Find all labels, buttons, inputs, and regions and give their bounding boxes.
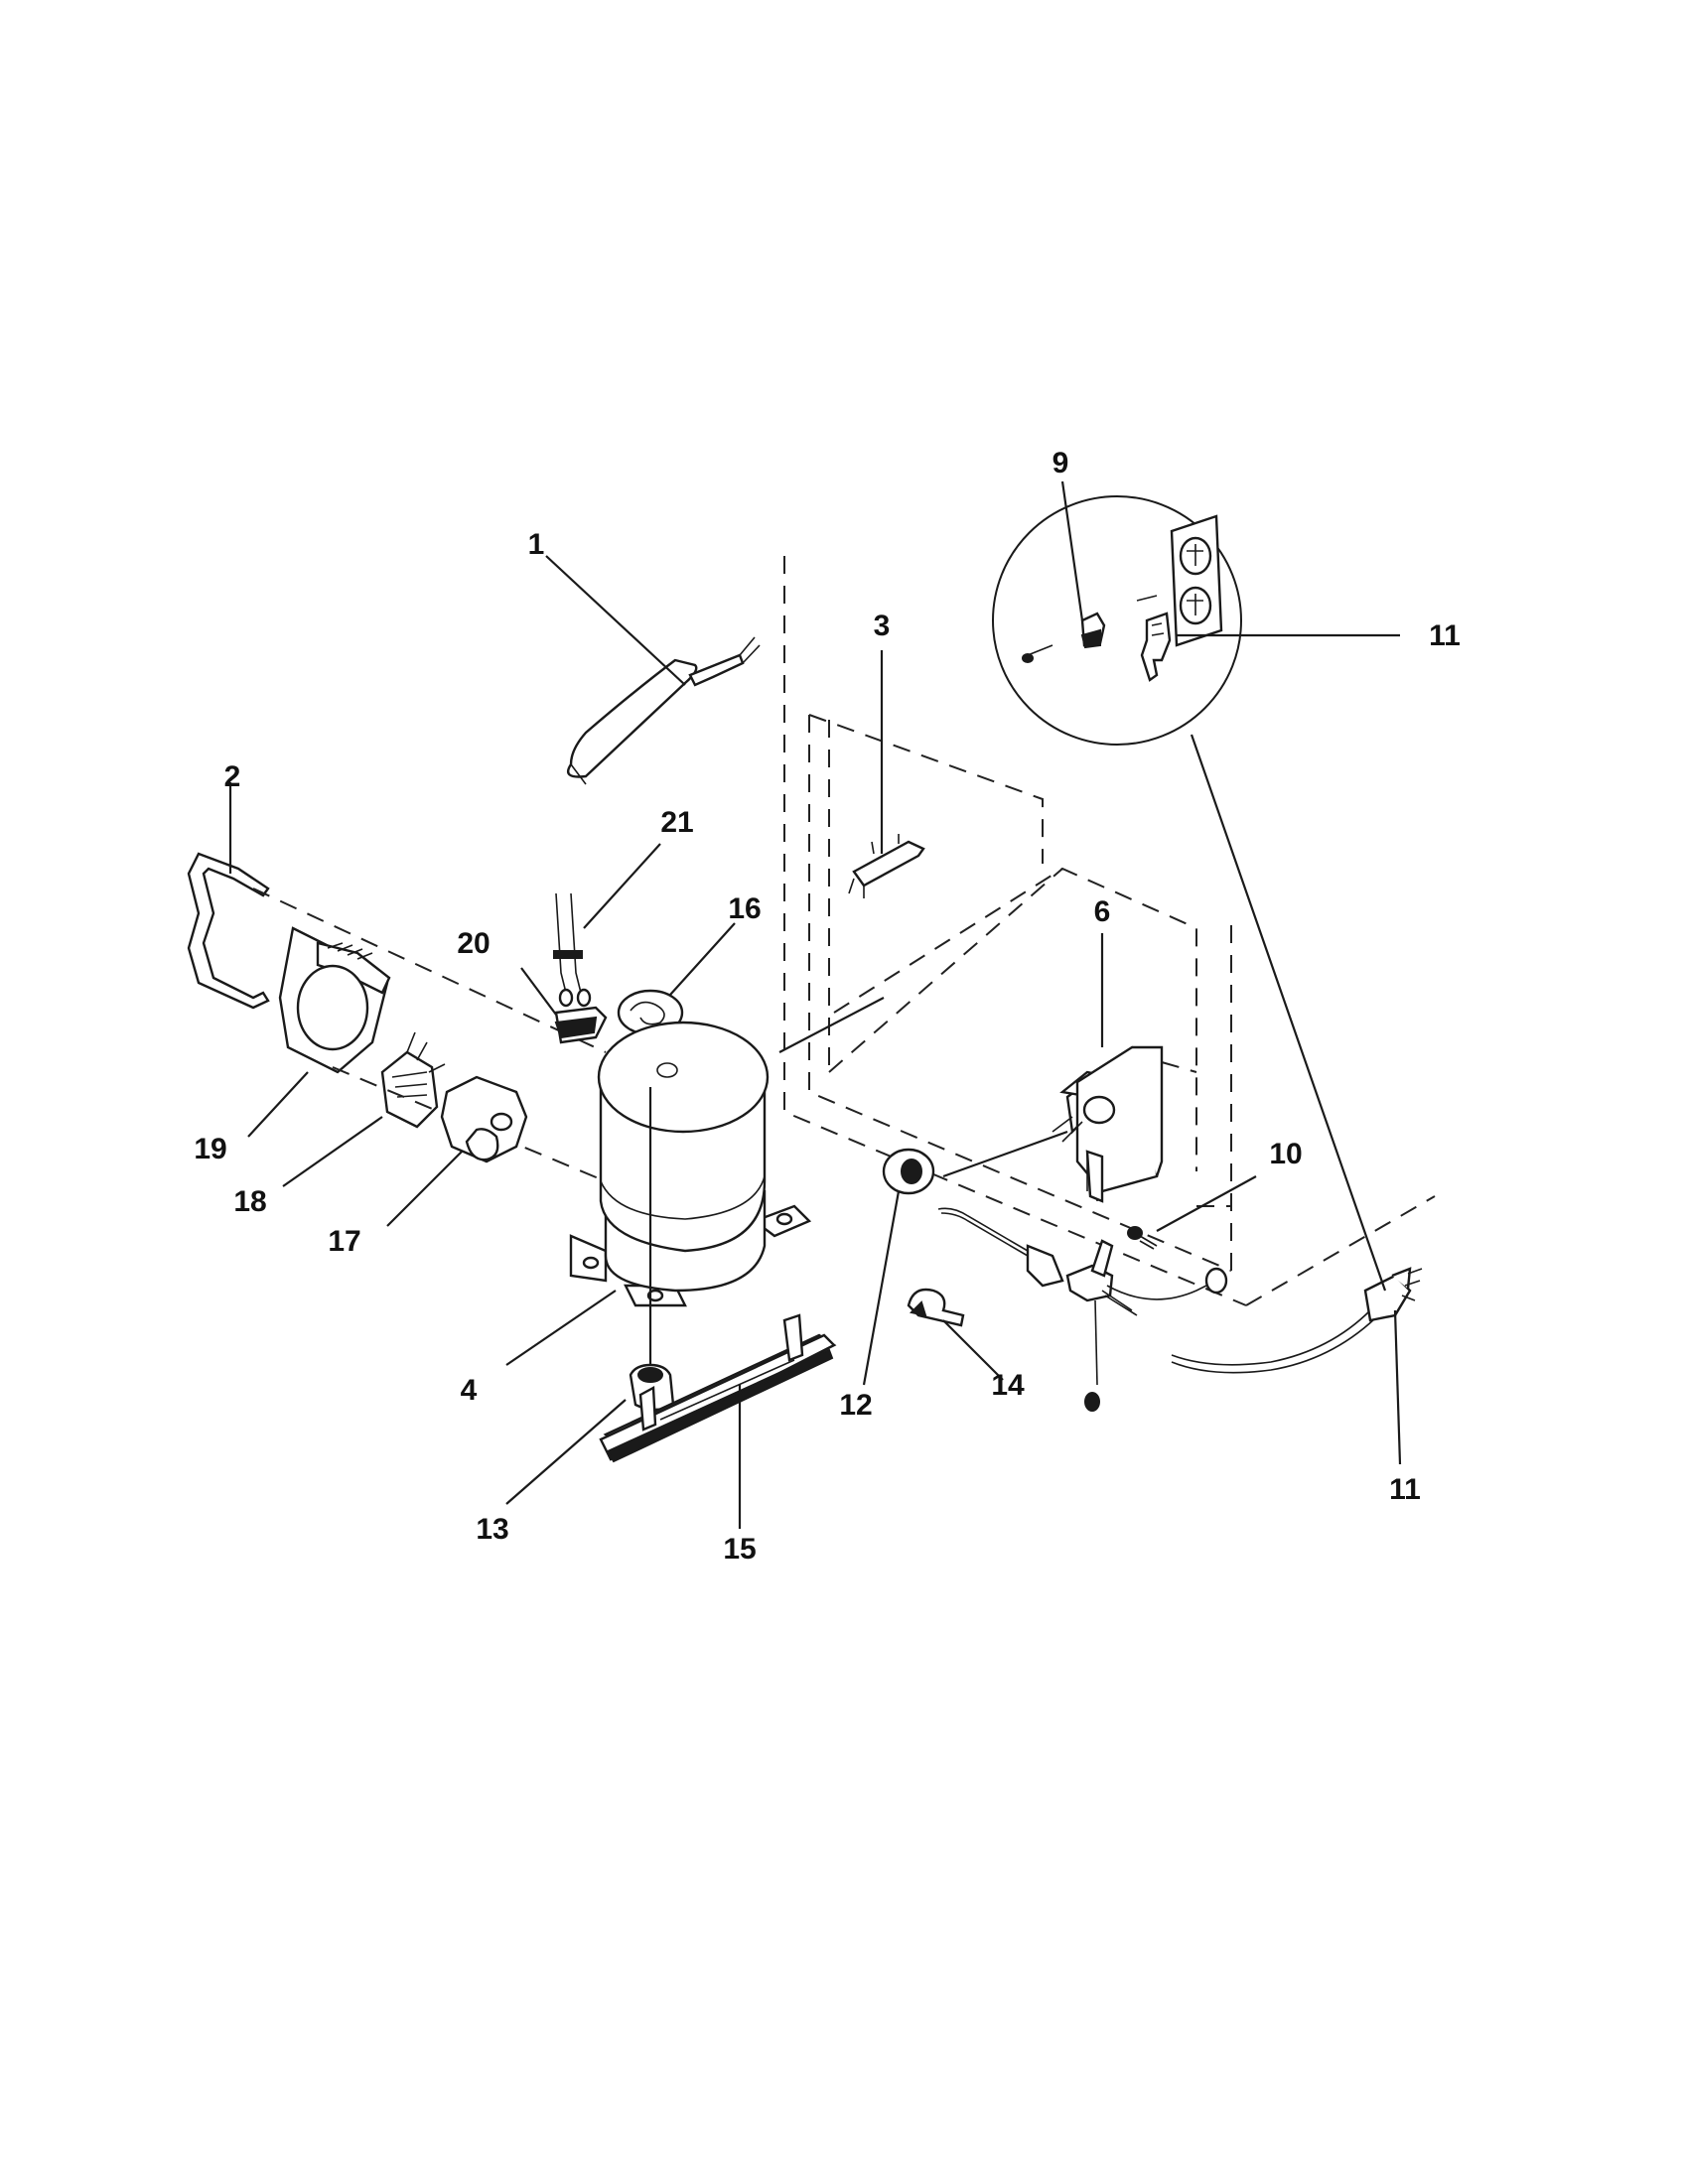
part-12-fan-hub <box>882 1148 935 1195</box>
callout-18: 18 <box>233 1185 266 1218</box>
part-1-thermistor-tube <box>566 636 761 785</box>
callout-19: 19 <box>194 1133 226 1165</box>
callout-6: 6 <box>1094 895 1111 928</box>
part-3-thermostat-bulb <box>848 834 925 898</box>
callout-labels: 1 2 3 4 6 9 10 11 11 12 13 14 15 16 17 1… <box>194 447 1461 1566</box>
cabinet-outline <box>783 556 1436 1306</box>
part-21-wire-leads <box>553 892 592 1008</box>
callout-20: 20 <box>457 927 490 960</box>
callout-14: 14 <box>991 1369 1025 1402</box>
callout-11-bottom: 11 <box>1389 1473 1421 1506</box>
callout-1: 1 <box>528 528 545 561</box>
callout-15: 15 <box>723 1533 756 1566</box>
part-18-relay <box>380 1031 446 1129</box>
callout-3: 3 <box>874 610 891 642</box>
power-cord-harness <box>937 1207 1423 1412</box>
callout-9: 9 <box>1052 447 1069 479</box>
callout-2: 2 <box>224 760 241 793</box>
callout-12: 12 <box>839 1389 872 1422</box>
callout-17: 17 <box>328 1225 360 1258</box>
part-4-compressor <box>569 1021 812 1307</box>
part-14-cord-clamp <box>907 1288 965 1327</box>
part-20-connector <box>554 1006 608 1044</box>
callout-4: 4 <box>461 1374 478 1407</box>
part-2-retainer-clip <box>187 852 270 1010</box>
callout-11-top: 11 <box>1429 619 1461 652</box>
callout-10: 10 <box>1269 1138 1302 1170</box>
part-6-fan-motor <box>1052 1045 1164 1203</box>
part-19-terminal-cover <box>278 926 391 1074</box>
part-17-overload-protector <box>440 1075 528 1163</box>
callout-16: 16 <box>728 892 761 925</box>
part-10-screw <box>1127 1226 1158 1250</box>
part-15-base-rail <box>599 1313 837 1463</box>
detail-inset-circle <box>992 495 1242 746</box>
callout-21: 21 <box>660 806 693 839</box>
callout-13: 13 <box>476 1513 508 1546</box>
